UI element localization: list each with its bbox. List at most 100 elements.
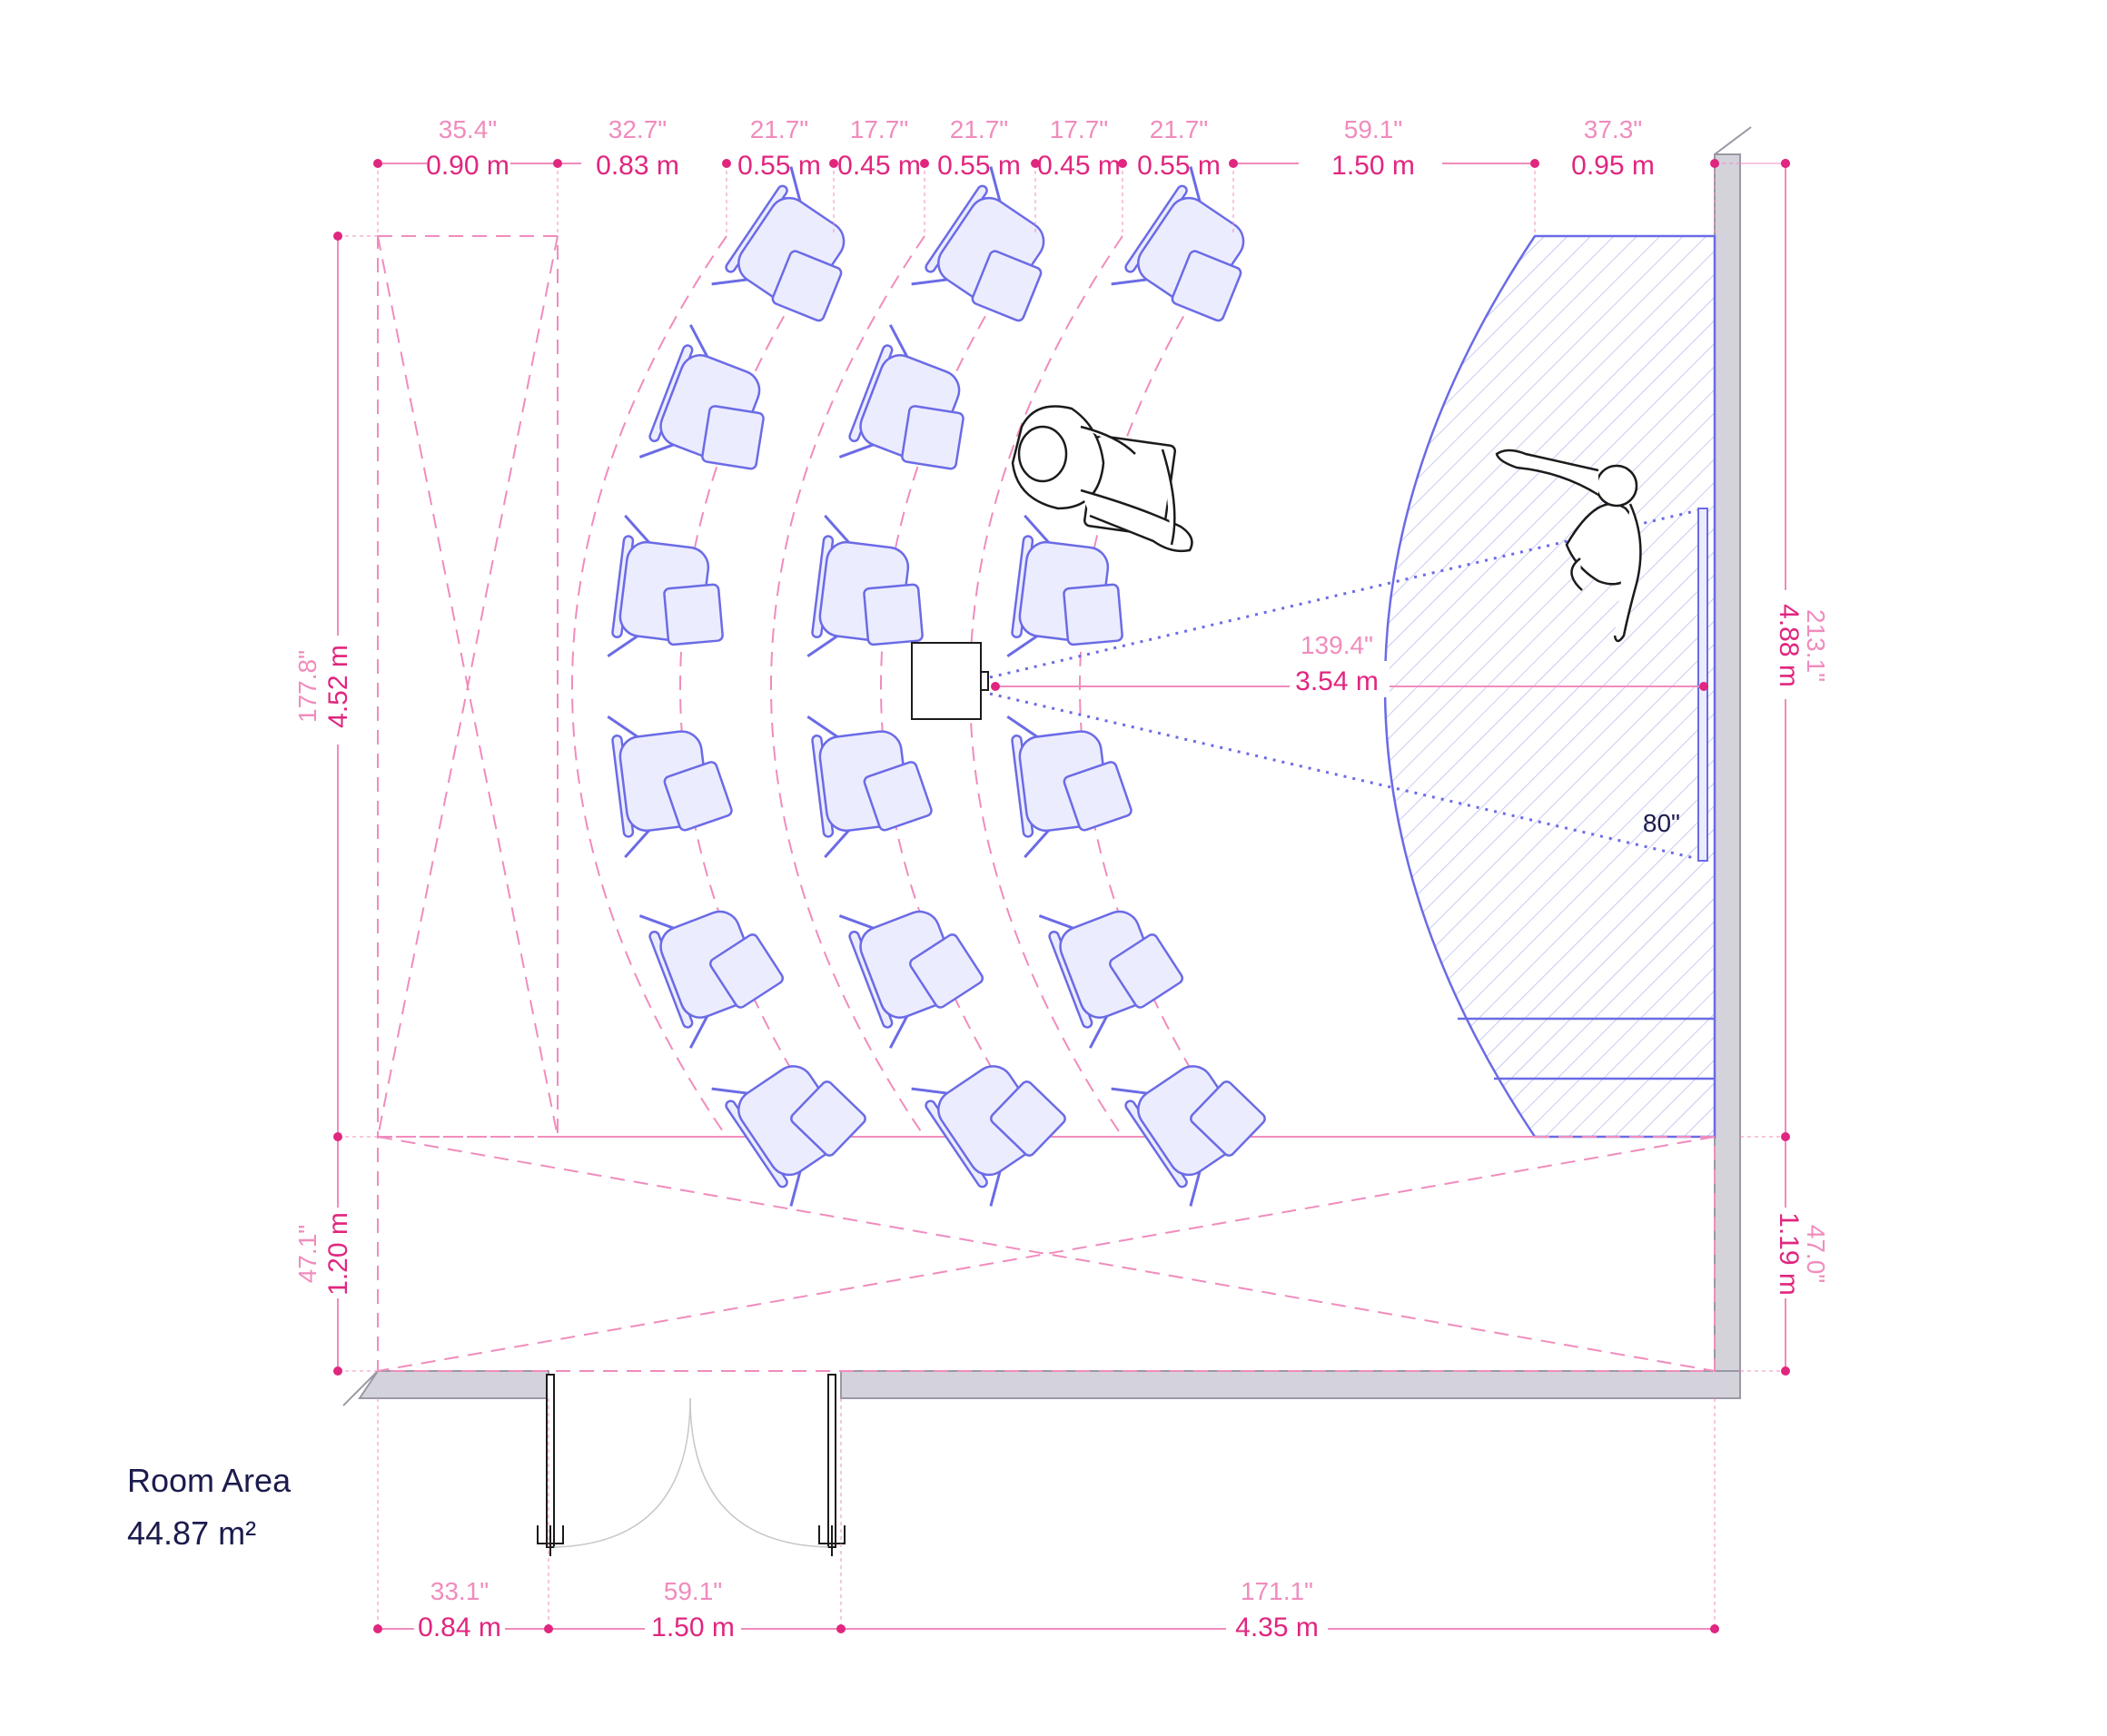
dimension-endpoint [1710, 159, 1719, 168]
projection-distance-end [1699, 682, 1708, 691]
chair-icon [911, 1065, 1066, 1207]
top-dim-2-m: 0.83 m [596, 151, 679, 181]
top-dim-6-m: 0.45 m [1037, 151, 1121, 181]
chair-icon [1111, 1065, 1266, 1207]
seating-chairs [607, 166, 1266, 1207]
room-area-label: Room Area [127, 1462, 292, 1499]
bottom-wall-left [358, 1370, 549, 1399]
chair-icon [607, 514, 724, 657]
dimension-endpoint [1118, 159, 1127, 168]
chair-icon [711, 166, 846, 322]
dimension-endpoint [722, 159, 731, 168]
dimension-endpoint [1031, 159, 1040, 168]
chair-icon [1006, 715, 1133, 859]
chair-icon [1038, 910, 1184, 1049]
chair-icon [806, 715, 933, 859]
dimension-endpoint [1781, 1132, 1790, 1141]
projection-ray-top [989, 508, 1699, 679]
top-dim-6-in: 17.7" [1050, 115, 1108, 143]
dimension-endpoint [333, 232, 342, 241]
door-handle-right [818, 1525, 846, 1556]
right-dim-1-in: 213.1" [1802, 609, 1830, 682]
chair-icon [638, 910, 785, 1049]
top-dim-5-in: 21.7" [950, 115, 1008, 143]
left-dim-2-in: 47.1" [293, 1225, 321, 1283]
wall-corner-tick-bottom [342, 1370, 379, 1406]
chair-icon [711, 1065, 866, 1207]
room-area-value: 44.87 m² [127, 1514, 257, 1552]
projection-dim-in: 139.4" [1301, 631, 1373, 659]
top-dimensions: 35.4" 0.90 m 32.7" 0.83 m 21.7" 0.55 m 1… [426, 115, 1655, 181]
projector [911, 508, 1708, 861]
circulation-zones [377, 235, 1716, 1372]
right-dim-2-in: 47.0" [1802, 1225, 1830, 1283]
chair-icon [838, 324, 964, 470]
bottom-dim-1-in: 33.1" [430, 1577, 489, 1605]
top-dim-8-in: 59.1" [1344, 115, 1402, 143]
right-dimensions: 4.88 m 213.1" 1.19 m 47.0" [1774, 604, 1830, 1296]
chair-icon [607, 715, 733, 859]
wall-corner-tick-top [1714, 126, 1752, 155]
bottom-wall-right [840, 1370, 1741, 1399]
right-dim-2-m: 1.19 m [1774, 1212, 1804, 1296]
projection-ray-bottom [989, 692, 1699, 861]
seated-person-icon [1011, 405, 1193, 553]
dimension-endpoint [544, 1624, 553, 1633]
door-swing-left [553, 1397, 691, 1548]
dimension-endpoint [1530, 159, 1539, 168]
projection-dimension: 139.4" 3.54 m [1290, 631, 1390, 697]
top-dim-3-in: 21.7" [750, 115, 808, 143]
projector-lens [980, 671, 989, 691]
top-dim-1-m: 0.90 m [426, 151, 509, 181]
chair-icon [838, 910, 984, 1049]
top-dim-9-in: 37.3" [1584, 115, 1642, 143]
right-wall [1714, 153, 1741, 1399]
presenter-icon [1495, 449, 1642, 643]
dimension-lines [337, 163, 1786, 1630]
dimension-endpoint [553, 159, 562, 168]
left-dim-1-in: 177.8" [293, 650, 321, 723]
bottom-dim-3-in: 171.1" [1241, 1577, 1313, 1605]
left-dim-2-m: 1.20 m [323, 1212, 353, 1296]
walls [342, 126, 1752, 1406]
top-dim-7-m: 0.55 m [1137, 151, 1221, 181]
dimension-endpoint [829, 159, 838, 168]
door-leaf-left [546, 1374, 555, 1548]
bottom-dim-2-m: 1.50 m [651, 1613, 735, 1642]
bottom-dim-3-m: 4.35 m [1235, 1613, 1319, 1642]
top-dim-1-in: 35.4" [439, 115, 497, 143]
screen-size-label: 80" [1643, 809, 1680, 837]
dimension-endpoint [1781, 1366, 1790, 1376]
dimension-endpoint [333, 1366, 342, 1376]
dimension-endpoint [920, 159, 929, 168]
dimension-endpoint [333, 1132, 342, 1141]
chair-icon [911, 166, 1045, 322]
projector-body [911, 642, 982, 720]
dimension-endpoints [333, 159, 1790, 1633]
chair-icon [1006, 514, 1123, 657]
bottom-dimensions: 33.1" 0.84 m 59.1" 1.50 m 171.1" 4.35 m [418, 1577, 1319, 1642]
top-dim-4-in: 17.7" [850, 115, 908, 143]
top-dim-5-m: 0.55 m [937, 151, 1021, 181]
projection-dim-m: 3.54 m [1295, 666, 1379, 696]
dimension-endpoint [1710, 1624, 1719, 1633]
dimension-endpoint [373, 159, 382, 168]
top-dim-2-in: 32.7" [608, 115, 667, 143]
top-dim-8-m: 1.50 m [1331, 151, 1415, 181]
chair-icon [806, 514, 924, 657]
chair-icon [1111, 166, 1245, 322]
bottom-dim-1-m: 0.84 m [418, 1613, 501, 1642]
door-handle-left [537, 1525, 564, 1556]
right-dim-1-m: 4.88 m [1774, 604, 1804, 687]
left-dimensions: 177.8" 4.52 m 47.1" 1.20 m [293, 645, 353, 1296]
projection-distance-start [991, 682, 1000, 691]
door-leaf-right [827, 1374, 836, 1548]
dimension-endpoint [373, 1624, 382, 1633]
top-dim-3-m: 0.55 m [737, 151, 821, 181]
top-dim-7-in: 21.7" [1150, 115, 1208, 143]
top-dim-4-m: 0.45 m [837, 151, 921, 181]
chair-icon [638, 324, 765, 470]
dimension-endpoint [836, 1624, 846, 1633]
double-door [537, 1374, 846, 1556]
